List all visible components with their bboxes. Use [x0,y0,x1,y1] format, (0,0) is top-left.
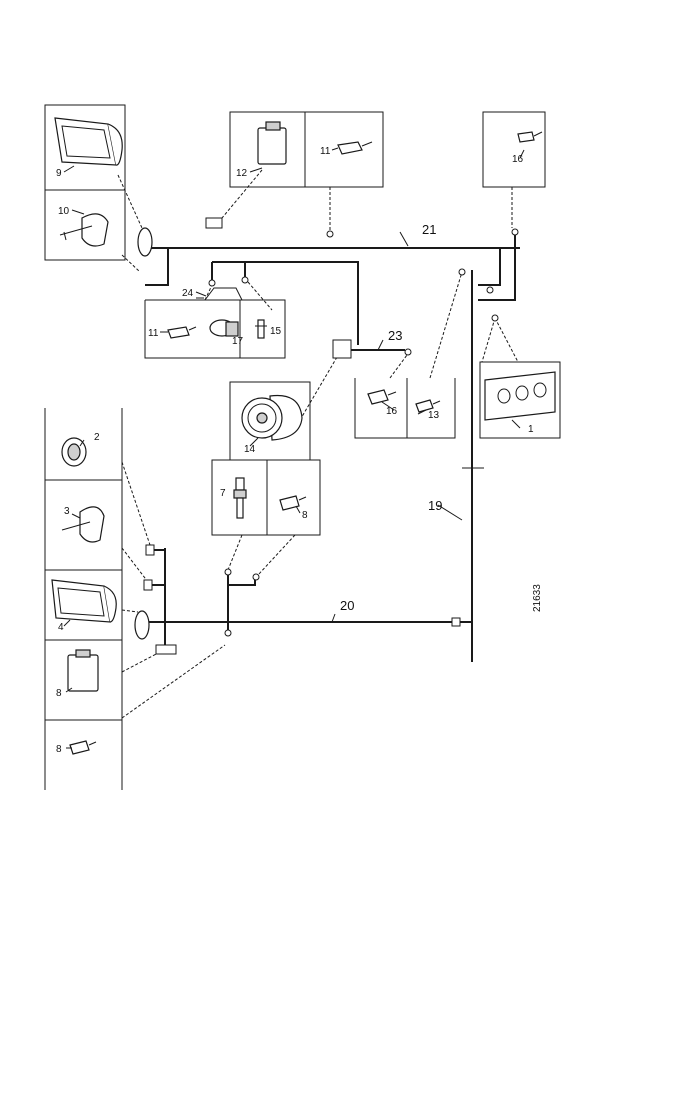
spark-plug-7-icon [233,477,247,519]
lead-4 [121,609,139,613]
callout-9: 9 [56,168,62,179]
connector-24-a [208,279,216,287]
lead-12 [221,169,263,219]
callout-20: 20 [340,598,354,613]
lead-8-center [257,534,296,576]
callout-3: 3 [64,506,70,517]
component-frames [44,104,561,790]
connector-4 [134,610,150,640]
connector-1-a [486,286,494,294]
callout-15: 15 [270,326,282,337]
callout-4: 4 [58,622,64,633]
callout-23: 23 [388,328,402,343]
headlamp-9-icon [54,117,123,166]
control-panel-1-icon [484,371,556,421]
connector-20-right [451,617,461,627]
connector-16-top [511,228,519,236]
relay-8-lower-icon [67,649,99,692]
sensor-8-center-icon [279,495,307,511]
lead-7 [227,534,243,571]
callout-17: 17 [232,336,244,347]
harness-wires [145,232,520,662]
frame-parts-16-13 [354,378,456,439]
alternator-14-icon [241,394,303,441]
callout-7: 7 [220,488,226,499]
callout-16-top: 16 [512,154,524,165]
junction-24-icon [204,287,243,301]
callout-11-mid: 11 [148,328,159,339]
connector-23 [404,348,412,356]
lead-1 [494,317,519,363]
connectors [134,217,519,655]
lead-16-mid [389,354,408,379]
callout-21: 21 [422,222,436,237]
connector-left-a [145,544,155,556]
frame-part-1 [479,361,561,439]
connector-9 [137,227,153,257]
callout-8-bottom: 8 [56,744,62,755]
callout-19: 19 [428,498,442,513]
plug-15-icon [255,319,267,339]
figure-number: 21633 [532,584,543,612]
frame-left-column [44,408,123,790]
horn-10-icon [59,213,109,247]
callout-ticks [63,147,525,749]
callout-8-left: 8 [56,688,62,699]
switch-17-icon [209,319,239,337]
wire-21-right [478,232,516,301]
leader-lines [117,169,519,719]
sensor-16-top-icon [517,131,543,143]
gauge-2-icon [61,437,87,467]
lead-24-a [204,284,213,301]
sensor-8-bottom-icon [69,740,97,755]
lead-24-b [247,281,273,311]
wire-21-left-drop [145,248,169,286]
wire-branch-24 [212,261,359,345]
lead-2 [121,461,151,546]
relay-12-icon [257,121,287,165]
callout-14: 14 [244,444,256,455]
callout-1: 1 [528,424,534,435]
lead-14 [299,351,341,421]
frame-part-16-top [482,111,546,188]
sensor-11-top-icon [337,141,373,155]
horn-3-icon [61,506,105,543]
connector-left-b [143,579,153,591]
lead-16-13 [429,271,463,379]
connector-19-top [458,268,466,276]
components [51,117,556,755]
callout-10: 10 [58,206,70,217]
connector-24-b [241,276,249,284]
callout-16-mid: 16 [386,406,398,417]
lead-8-left [121,651,161,673]
callout-13: 13 [428,410,440,421]
callout-2: 2 [94,432,100,443]
callout-11-top: 11 [320,146,331,157]
wire-21-right-b [478,248,501,286]
frame-parts-11-17-15 [144,299,286,359]
callout-12: 12 [236,168,248,179]
callout-labels: 9 10 12 11 16 21 24 11 17 15 23 16 13 1 … [56,146,543,755]
lead-1b [481,317,496,363]
headlamp-4-icon [51,579,117,623]
connector-8 [252,573,260,581]
connector-7 [224,568,232,576]
sensor-13-icon [415,399,441,413]
sensor-16-mid-icon [367,389,397,405]
connector-12 [205,217,223,229]
connector-14 [332,339,352,359]
callout-24: 24 [182,288,194,299]
lead-3 [121,547,149,583]
wire-7-8-branch [228,575,256,586]
connector-1-b [491,314,499,322]
connector-left-c [155,644,177,655]
lead-10 [121,254,141,273]
callout-8-center: 8 [302,510,308,521]
connector-11-top [326,230,334,238]
connector-20-left [224,629,232,637]
sensor-11-mid-icon [167,326,197,339]
lead-8-bottom [121,644,226,719]
